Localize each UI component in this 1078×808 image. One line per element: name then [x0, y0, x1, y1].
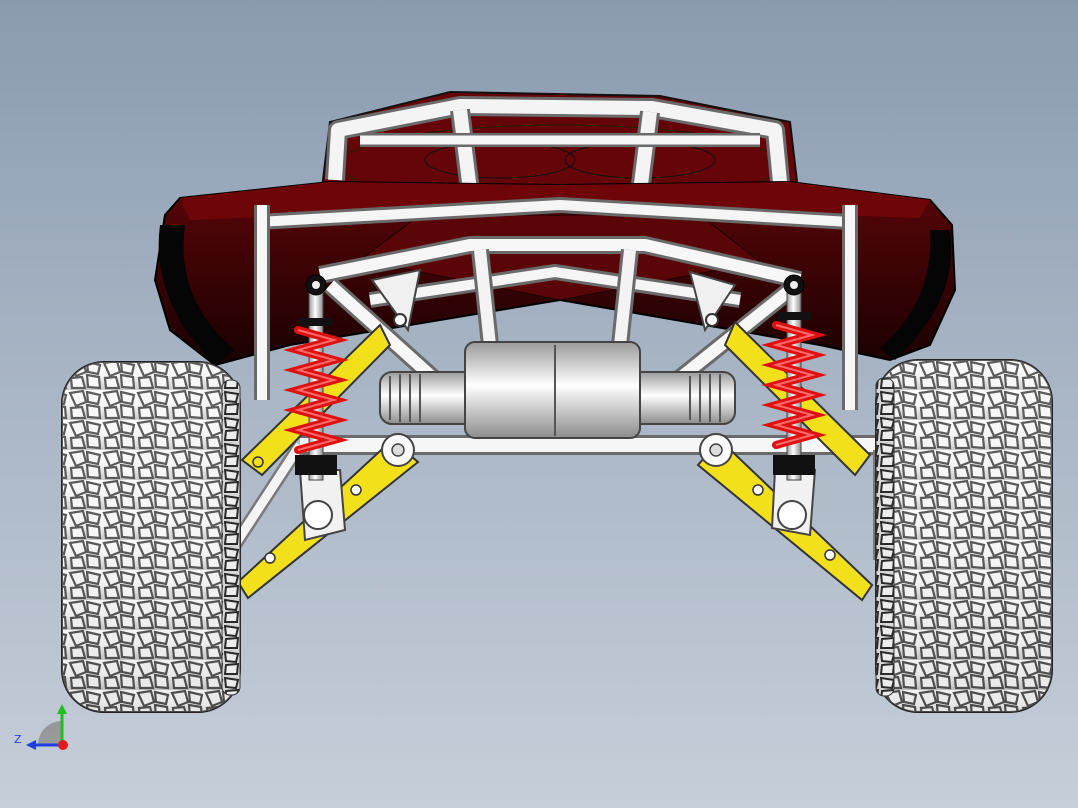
tire-left	[61, 361, 241, 713]
tire-right	[875, 359, 1053, 713]
roll-cage	[320, 90, 800, 206]
shock-absorber-right	[761, 274, 827, 481]
triad-x-axis	[58, 740, 68, 750]
chassis-frame	[219, 197, 887, 564]
shock-absorber-left	[283, 274, 349, 481]
steering-rack	[379, 341, 736, 439]
orientation-triad[interactable]: Z	[14, 704, 68, 750]
triad-z-label: Z	[14, 733, 22, 746]
